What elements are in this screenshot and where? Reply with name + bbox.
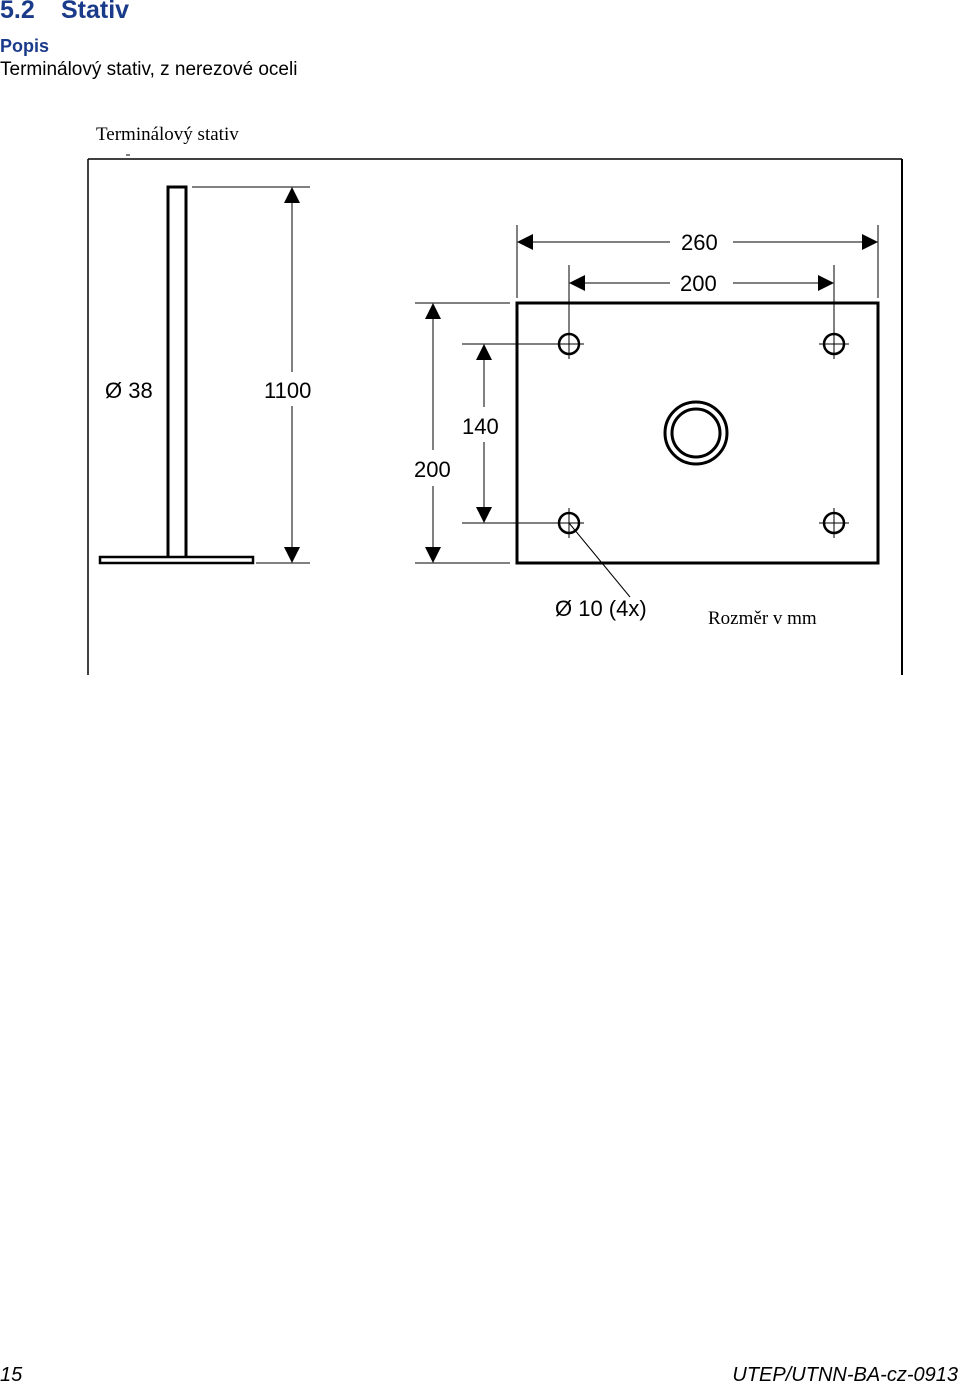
document-code: UTEP/UTNN-BA-cz-0913 bbox=[732, 1364, 958, 1386]
section-number: 5.2 bbox=[0, 0, 35, 24]
plate-width-label: 260 bbox=[681, 230, 718, 255]
stand-pole bbox=[166, 185, 188, 563]
plate-width-arrow-right bbox=[862, 234, 878, 250]
center-tube-inner bbox=[670, 407, 722, 459]
unit-note: Rozměr v mm bbox=[708, 608, 817, 629]
section-heading: 5.2 Stativ bbox=[0, 0, 129, 25]
hole-spacing-y-arrow-bottom bbox=[476, 507, 492, 523]
description: Terminálový stativ, z nerezové oceli bbox=[0, 59, 298, 80]
plate-height-arrow-top bbox=[425, 303, 441, 319]
height-label: 1100 bbox=[264, 378, 311, 403]
bolt-hole-bottom-right bbox=[819, 508, 849, 538]
figure-caption: Terminálový stativ bbox=[96, 124, 239, 145]
technical-drawing: Ø 38 1100 260 200 bbox=[87, 154, 903, 675]
stand-base bbox=[98, 555, 255, 565]
plate-height-label: 200 bbox=[414, 457, 451, 482]
bolt-hole-top-left bbox=[554, 329, 584, 359]
height-arrow-bottom bbox=[284, 547, 300, 563]
subheading: Popis bbox=[0, 36, 50, 56]
hole-spacing-y-arrow-top bbox=[476, 344, 492, 360]
hole-spacing-x-label: 200 bbox=[680, 271, 717, 296]
tube-diameter-label: Ø 38 bbox=[105, 378, 153, 403]
hole-diameter-label: Ø 10 (4x) bbox=[555, 596, 647, 621]
bolt-hole-top-right bbox=[819, 329, 849, 359]
hole-spacing-x-arrow-right bbox=[818, 275, 834, 291]
plate-height-arrow-bottom bbox=[425, 547, 441, 563]
plate-width-arrow-left bbox=[517, 234, 533, 250]
section-title: Stativ bbox=[61, 0, 130, 24]
hole-spacing-y-label: 140 bbox=[462, 414, 499, 439]
hole-spacing-x-arrow-left bbox=[569, 275, 585, 291]
hole-leader-line bbox=[568, 522, 631, 598]
center-tube-outer bbox=[663, 400, 729, 466]
height-arrow-top bbox=[284, 187, 300, 203]
page-number: 15 bbox=[0, 1364, 23, 1386]
